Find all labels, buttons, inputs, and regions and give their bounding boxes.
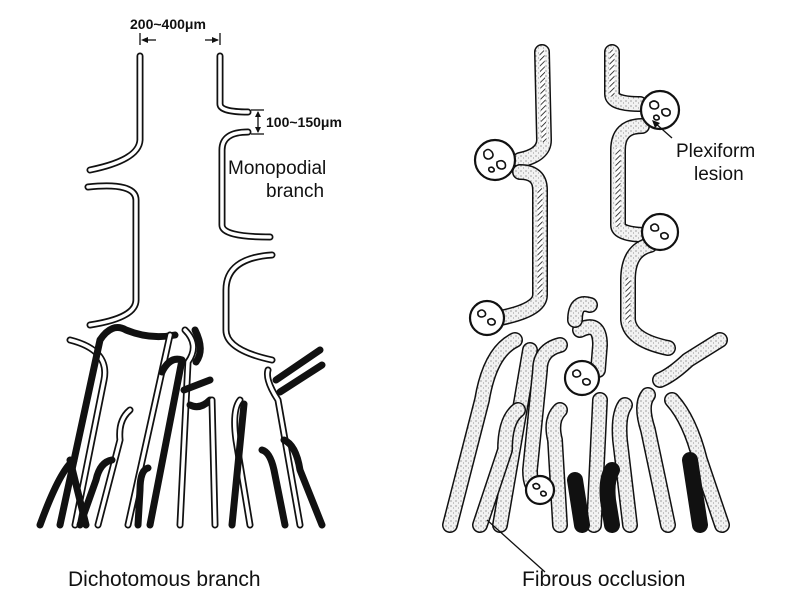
plexiform-lesion-6 xyxy=(526,476,554,504)
left-vessel-tree xyxy=(40,33,322,525)
fibrous-occlusion-pointer xyxy=(487,520,545,572)
plexiform-label-line2: lesion xyxy=(694,164,744,185)
monopodial-label-line1: Monopodial xyxy=(228,158,326,179)
right-vessel-tree xyxy=(450,52,722,572)
right-trunk-left-wall xyxy=(500,52,544,318)
left-dichotomous-branches xyxy=(40,328,322,525)
right-panel-caption: Fibrous occlusion xyxy=(522,568,685,590)
plexiform-lesion-5 xyxy=(565,361,599,395)
left-panel-caption: Dichotomous branch xyxy=(68,568,261,590)
dimension-gap-marker xyxy=(251,110,264,134)
dimension-top-label: 200~400μm xyxy=(130,16,206,32)
right-lower-branches xyxy=(450,304,722,525)
plexiform-lesion-1 xyxy=(475,140,515,180)
plexiform-lesion-4 xyxy=(470,301,504,335)
left-trunk-right-wall xyxy=(220,56,272,360)
plexiform-lesion-2 xyxy=(641,91,679,129)
plexiform-label-line1: Plexiform xyxy=(676,141,755,162)
monopodial-label-line2: branch xyxy=(266,181,324,202)
dimension-gap-label: 100~150μm xyxy=(266,114,342,130)
dimension-top-marker xyxy=(140,33,220,45)
plexiform-lesion-3 xyxy=(642,214,678,250)
left-trunk-left-wall xyxy=(88,56,140,325)
